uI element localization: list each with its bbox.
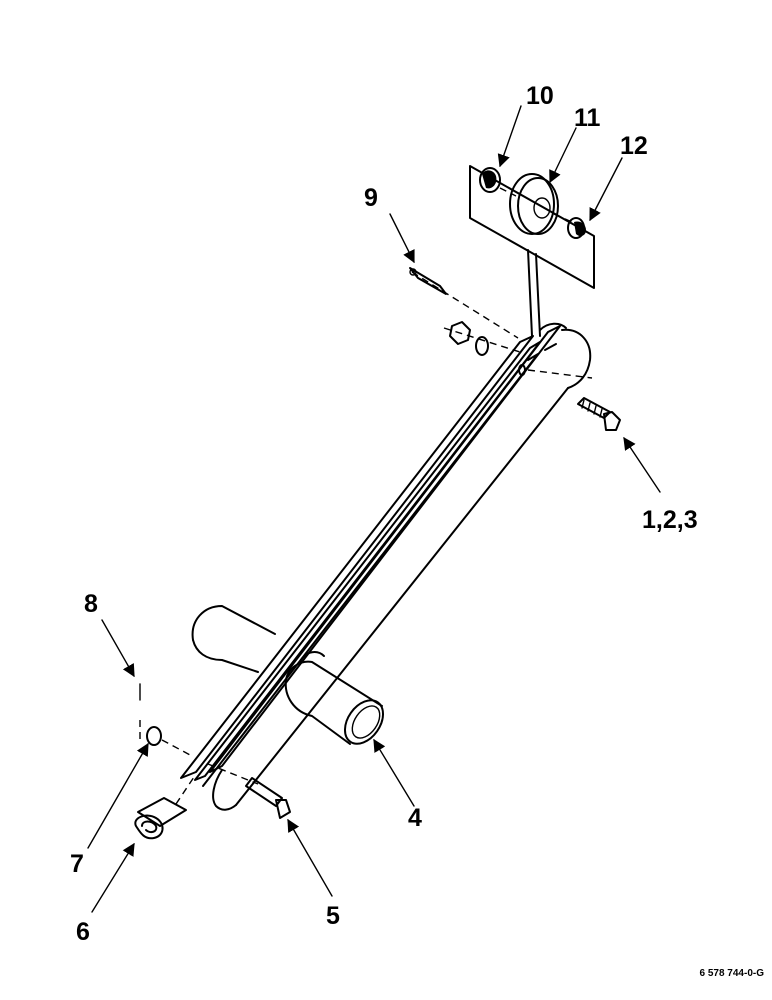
- callout-1-2-3: 1,2,3: [642, 506, 698, 534]
- lower-hardware: [134, 683, 291, 840]
- figure-number: 6 578 744-0-G: [700, 968, 765, 979]
- callout-9: 9: [364, 184, 378, 212]
- callout-5: 5: [326, 902, 340, 930]
- leader-arrows: [87, 105, 661, 913]
- main-frame-bars: [180, 325, 561, 787]
- callout-11: 11: [574, 104, 601, 132]
- bolt-upper: [577, 397, 621, 431]
- cross-tube: [191, 605, 385, 745]
- callout-7: 7: [70, 850, 84, 878]
- callout-4: 4: [408, 804, 422, 832]
- callout-12: 12: [620, 132, 648, 160]
- main-tube: [212, 322, 592, 811]
- pulley-inset: [469, 165, 595, 337]
- upper-hardware: [409, 267, 593, 379]
- callout-10: 10: [526, 82, 554, 110]
- callout-8: 8: [84, 590, 98, 618]
- callout-6: 6: [76, 918, 90, 946]
